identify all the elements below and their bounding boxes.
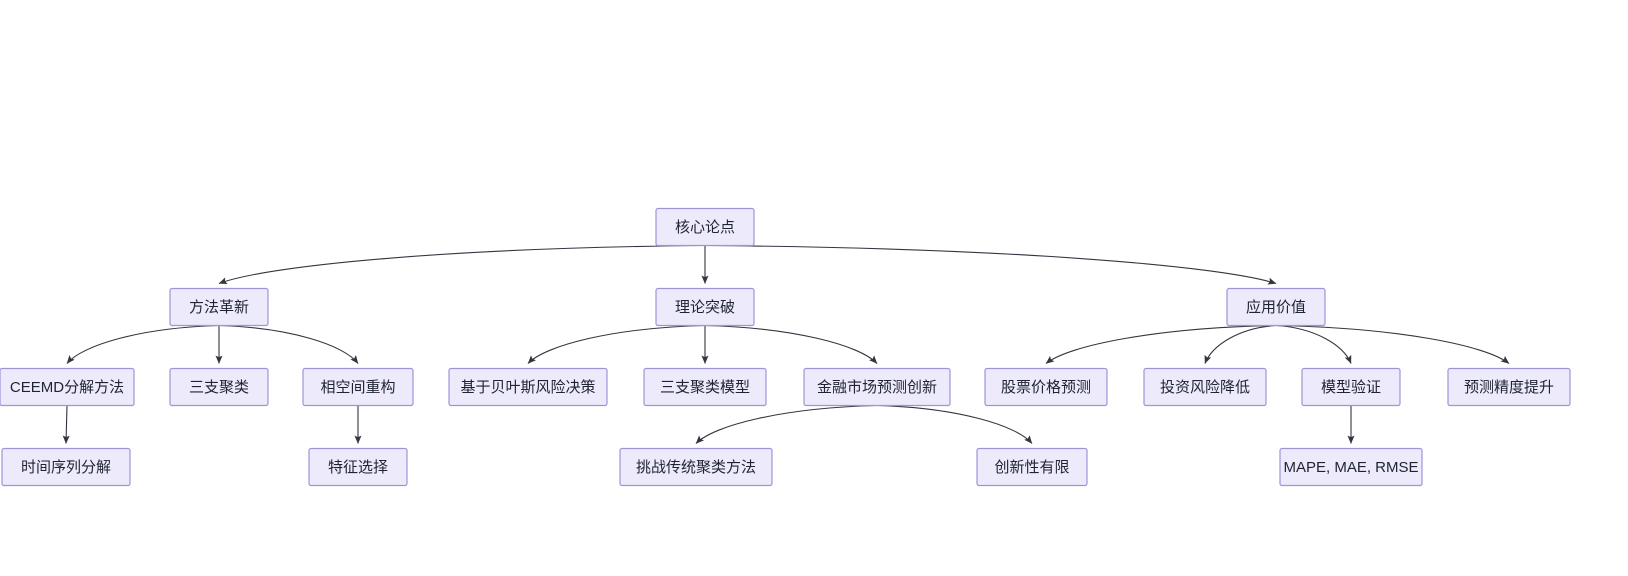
node-l2f[interactable]: 金融市场预测创新 (803, 367, 951, 407)
edge-l1a-to-l2c (218, 324, 359, 364)
node-l2d[interactable]: 基于贝叶斯风险决策 (448, 367, 608, 407)
node-l2a[interactable]: CEEMD分解方法 (0, 367, 135, 407)
node-box[interactable] (169, 287, 269, 327)
edge-l1c-to-l2h (1204, 324, 1277, 364)
node-l2b[interactable]: 三支聚类 (169, 367, 269, 407)
node-l3b[interactable]: 特征选择 (308, 447, 408, 487)
edge-l1c-to-l2i (1275, 324, 1352, 364)
edge-l1c-to-l2j (1275, 324, 1510, 364)
edge-l2a-to-l3a (62, 405, 70, 444)
edges-layer (62, 244, 1510, 444)
edge-root-to-l1a (218, 244, 706, 285)
node-box[interactable] (984, 367, 1108, 407)
node-box[interactable] (655, 287, 755, 327)
node-box[interactable] (1143, 367, 1267, 407)
edge-l1b-to-l2f (704, 324, 878, 364)
node-box[interactable] (1279, 447, 1423, 487)
edge-l2f-to-l3d (876, 404, 1033, 444)
node-box[interactable] (1447, 367, 1571, 407)
node-l3a[interactable]: 时间序列分解 (1, 447, 131, 487)
node-box[interactable] (169, 367, 269, 407)
node-l2g[interactable]: 股票价格预测 (984, 367, 1108, 407)
node-box[interactable] (619, 447, 773, 487)
edge-root-to-l1c (704, 244, 1277, 285)
node-l2c[interactable]: 相空间重构 (302, 367, 414, 407)
node-box[interactable] (1226, 287, 1326, 327)
node-l1c[interactable]: 应用价值 (1226, 287, 1326, 327)
node-l2e[interactable]: 三支聚类模型 (643, 367, 767, 407)
node-l2i[interactable]: 模型验证 (1301, 367, 1401, 407)
node-box[interactable] (302, 367, 414, 407)
node-root[interactable]: 核心论点 (655, 207, 755, 247)
node-l3c[interactable]: 挑战传统聚类方法 (619, 447, 773, 487)
nodes-layer: 核心论点方法革新 理论突破 应用价值 CEEMD分解方法三支聚类相空间重构基于贝叶斯风… (0, 207, 1571, 487)
node-box[interactable] (1301, 367, 1401, 407)
node-l3e[interactable]: MAPE, MAE, RMSE (1279, 447, 1423, 487)
node-l1b[interactable]: 理论突破 (655, 287, 755, 327)
node-box[interactable] (448, 367, 608, 407)
node-box[interactable] (655, 207, 755, 247)
node-box[interactable] (1, 447, 131, 487)
node-box[interactable] (308, 447, 408, 487)
edge-l1b-to-l2d (527, 324, 706, 364)
node-box[interactable] (643, 367, 767, 407)
node-l2h[interactable]: 投资风险降低 (1143, 367, 1267, 407)
node-l3d[interactable]: 创新性有限 (976, 447, 1088, 487)
node-l2j[interactable]: 预测精度提升 (1447, 367, 1571, 407)
node-l1a[interactable]: 方法革新 (169, 287, 269, 327)
edge-l1a-to-l2a (66, 324, 220, 364)
edge-l2f-to-l3c (695, 404, 878, 444)
node-box[interactable] (976, 447, 1088, 487)
node-box[interactable] (803, 367, 951, 407)
edge-l1c-to-l2g (1045, 324, 1277, 364)
node-box[interactable] (0, 367, 135, 407)
